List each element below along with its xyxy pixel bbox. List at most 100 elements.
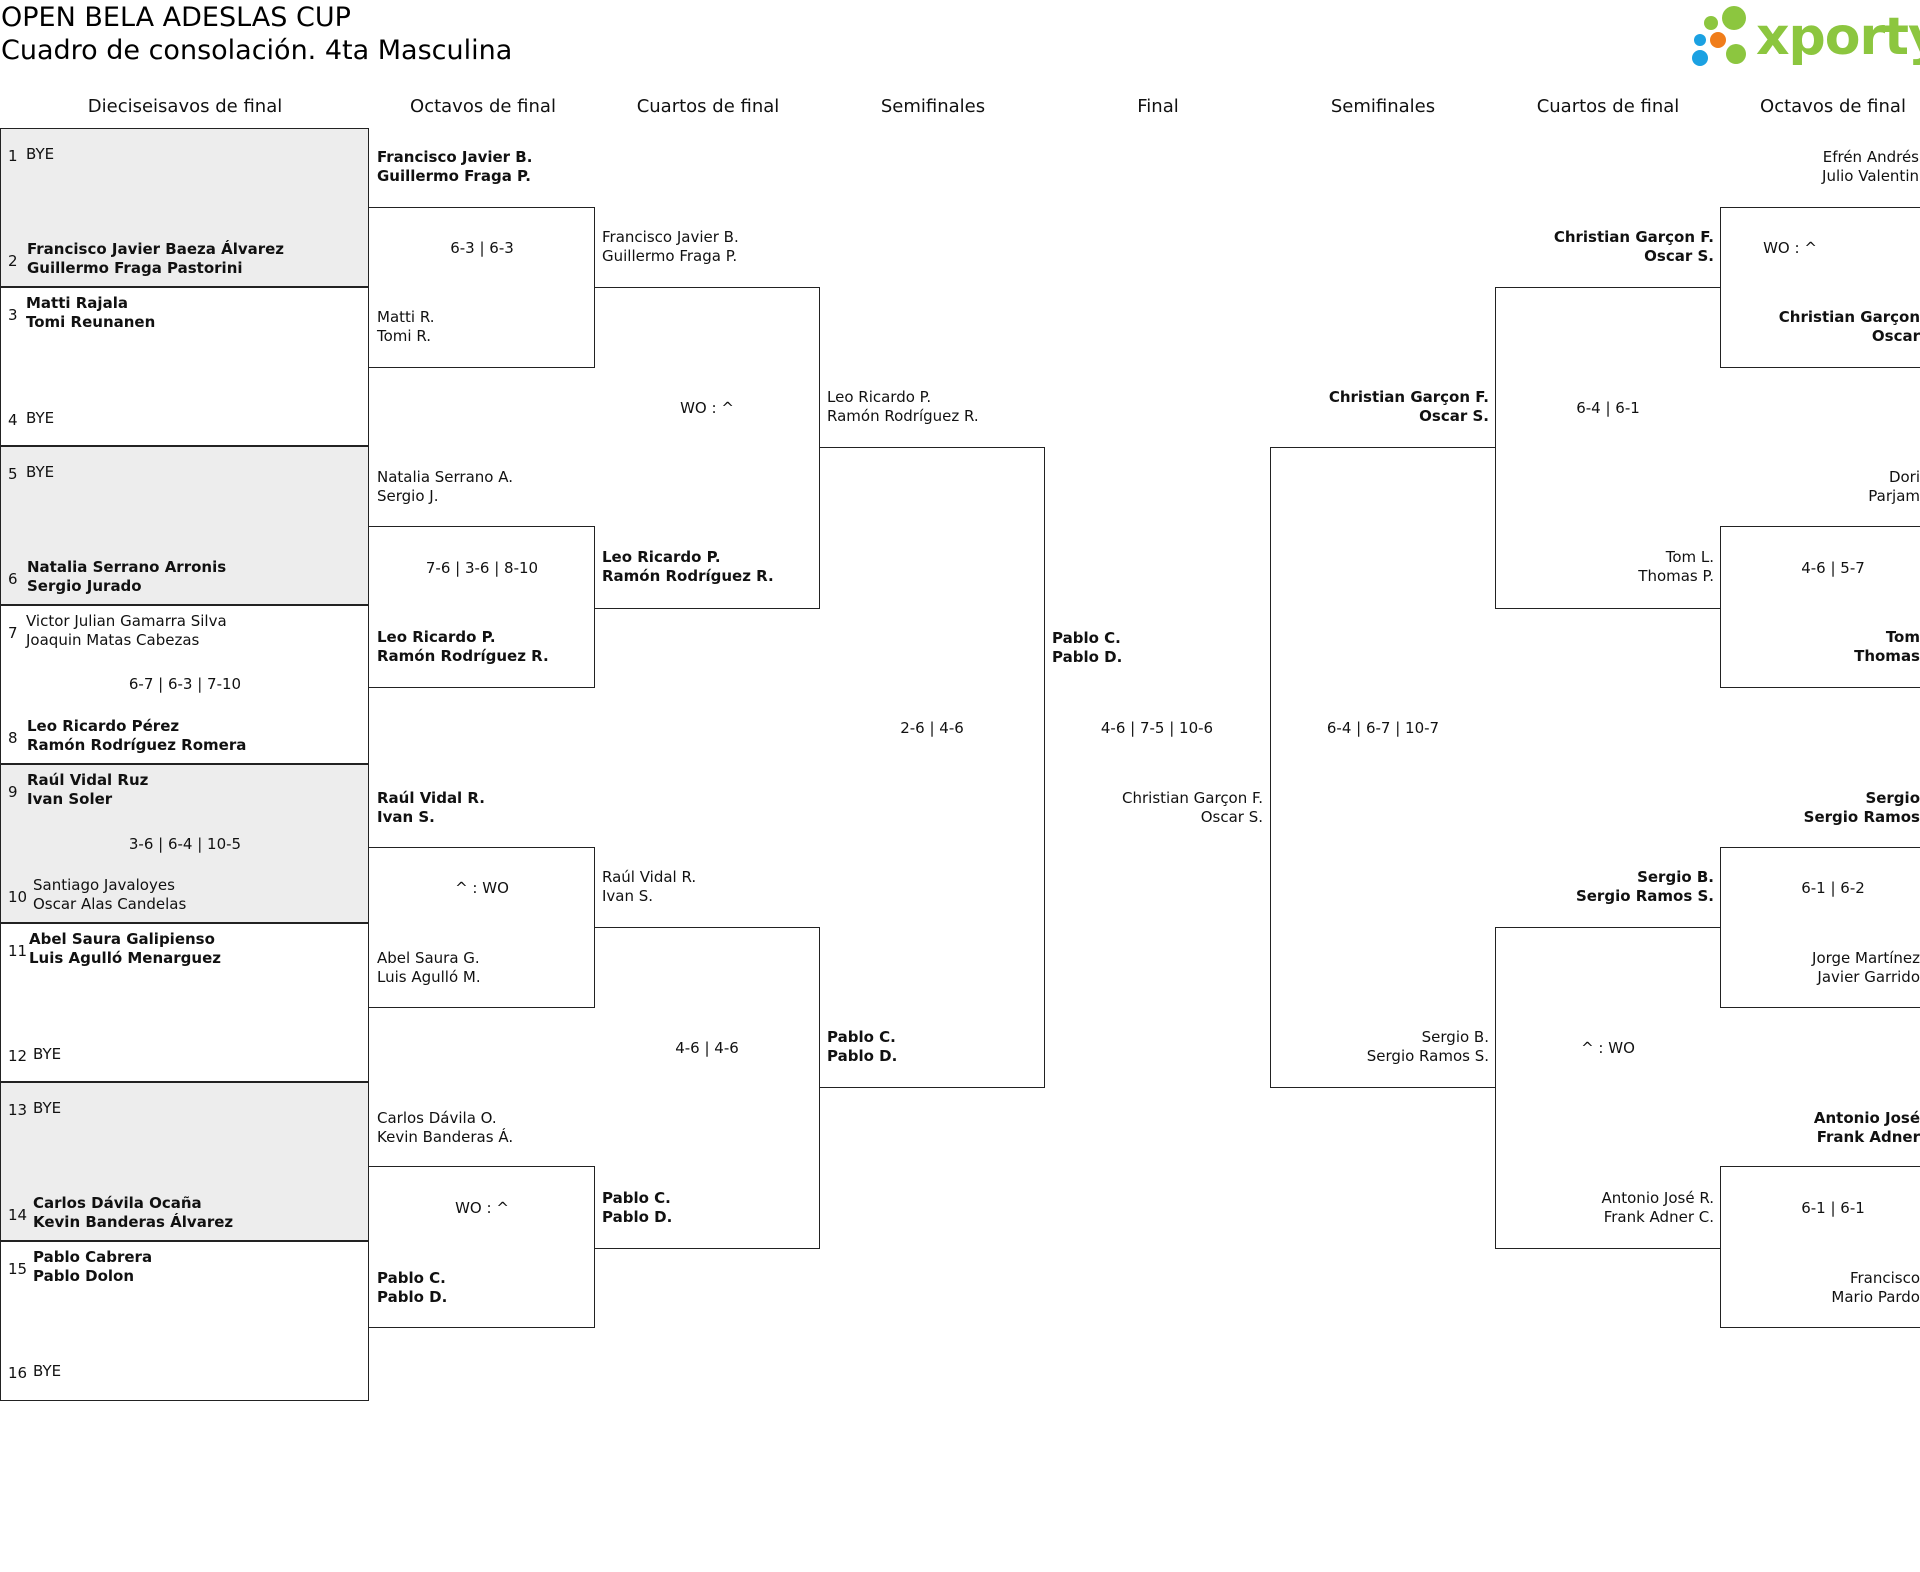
bracket-line xyxy=(594,287,820,609)
logo-dot-blue-small xyxy=(1694,34,1706,46)
bracket-line xyxy=(594,927,820,1249)
team-label: Leo Ricardo P.Ramón Rodríguez R. xyxy=(827,388,979,425)
match-score: WO : ^ xyxy=(455,1199,509,1217)
logo-dot-blue xyxy=(1692,50,1708,66)
seed-number: 9 xyxy=(8,783,18,801)
header-r3-right: Cuartos de final xyxy=(1536,96,1680,117)
match-score: ^ : WO xyxy=(1581,1039,1635,1057)
team-label: Christian Garçon F.Oscar S. xyxy=(1553,228,1714,265)
team-label: Sergio B.Sergio Ramos S. xyxy=(1575,868,1714,905)
seed-number: 3 xyxy=(8,306,18,324)
r1-match-7 xyxy=(0,1082,369,1241)
header-r4-right: Semifinales xyxy=(1330,96,1436,117)
logo-dot-green-2 xyxy=(1726,44,1746,64)
team-label: Pablo C.Pablo D. xyxy=(827,1028,898,1065)
match-score: 6-4 | 6-7 | 10-7 xyxy=(1326,719,1440,737)
logo-dot-green xyxy=(1722,6,1746,30)
r1-match-1 xyxy=(0,128,369,287)
match-score: WO : ^ xyxy=(1763,239,1817,257)
bracket-line xyxy=(1720,207,1920,368)
logo-text: xporty xyxy=(1756,7,1920,67)
team-label: Leo Ricardo P.Ramón Rodríguez R. xyxy=(602,548,774,585)
bracket-line xyxy=(1270,447,1496,1088)
player-name: BYE xyxy=(33,1362,62,1380)
logo-dot-orange xyxy=(1710,32,1726,48)
header-r3-left: Cuartos de final xyxy=(636,96,780,117)
seed-number: 5 xyxy=(8,465,18,483)
r1-match-6 xyxy=(0,923,369,1082)
seed-number: 15 xyxy=(8,1260,28,1278)
match-score: ^ : WO xyxy=(455,879,509,897)
header-r2-left: Octavos de final xyxy=(410,96,556,117)
team-label: Pablo C.Pablo D. xyxy=(602,1189,673,1226)
r1-match-5 xyxy=(0,764,369,923)
team-label: Abel Saura G.Luis Agulló M. xyxy=(377,949,481,986)
match-score: WO : ^ xyxy=(680,399,734,417)
match-score: 6-1 | 6-1 xyxy=(1801,1199,1865,1217)
seed-number: 6 xyxy=(8,570,18,588)
header-r2-right: Octavos de final xyxy=(1760,96,1906,117)
player-name: BYE xyxy=(26,409,55,427)
player-name: BYE xyxy=(26,145,55,163)
match-score: 4-6 | 4-6 xyxy=(675,1039,739,1057)
seed-number: 4 xyxy=(8,411,18,429)
seed-number: 2 xyxy=(8,252,18,270)
tournament-name: OPEN BELA ADESLAS CUP xyxy=(1,2,351,33)
r1-match-4 xyxy=(0,605,369,764)
player-name: BYE xyxy=(33,1045,62,1063)
bracket-line xyxy=(1720,1166,1920,1328)
r1-match-3 xyxy=(0,446,369,605)
seed-number: 7 xyxy=(8,624,18,642)
team-label: Antonio José R.Frank Adner C. xyxy=(1601,1189,1714,1226)
team-label: Raúl Vidal R.Ivan S. xyxy=(377,789,485,826)
finalist-right: Christian Garçon F.Oscar S. xyxy=(1122,789,1263,826)
seed-number: 14 xyxy=(8,1206,28,1224)
bracket-line xyxy=(1495,287,1721,609)
match-score: 4-6 | 5-7 xyxy=(1801,559,1865,577)
xporty-logo: xporty xyxy=(1690,4,1920,70)
bracket-line xyxy=(369,1166,595,1328)
team-label: Christian Garçon F.Oscar S. xyxy=(1328,388,1489,425)
page-title: OPEN BELA ADESLAS CUP Cuadro de consolac… xyxy=(1,1,512,67)
bracket-line xyxy=(369,526,595,688)
seed-number: 11 xyxy=(8,942,28,960)
match-score: 6-3 | 6-3 xyxy=(450,239,514,257)
team-label: Francisco Javier B.Guillermo Fraga P. xyxy=(377,148,533,185)
seed-number: 8 xyxy=(8,729,18,747)
team-label: Matti R.Tomi R. xyxy=(377,308,435,345)
finalist-left: Pablo C.Pablo D. xyxy=(1052,629,1123,666)
team-label: Sergio B.Sergio Ramos S. xyxy=(1366,1028,1489,1065)
team-label: Tom L.Thomas P. xyxy=(1638,548,1714,585)
team-label: Francisco Javier B.Guillermo Fraga P. xyxy=(602,228,739,265)
draw-name: Cuadro de consolación. 4ta Masculina xyxy=(1,35,513,66)
r1-match-2 xyxy=(0,287,369,446)
header-final: Final xyxy=(1137,96,1179,117)
seed-number: 1 xyxy=(8,147,18,165)
team-label: Natalia Serrano A.Sergio J. xyxy=(377,468,514,505)
seed-number: 16 xyxy=(8,1364,28,1382)
team-label: Raúl Vidal R.Ivan S. xyxy=(602,868,697,905)
bracket-line xyxy=(1495,927,1721,1249)
header-r4-left: Semifinales xyxy=(880,96,986,117)
match-score: 6-7 | 6-3 | 7-10 xyxy=(128,675,242,693)
match-score: 3-6 | 6-4 | 10-5 xyxy=(128,835,242,853)
logo-dot-green-small xyxy=(1704,16,1718,30)
match-score: 6-4 | 6-1 xyxy=(1576,399,1640,417)
seed-number: 10 xyxy=(8,888,28,906)
